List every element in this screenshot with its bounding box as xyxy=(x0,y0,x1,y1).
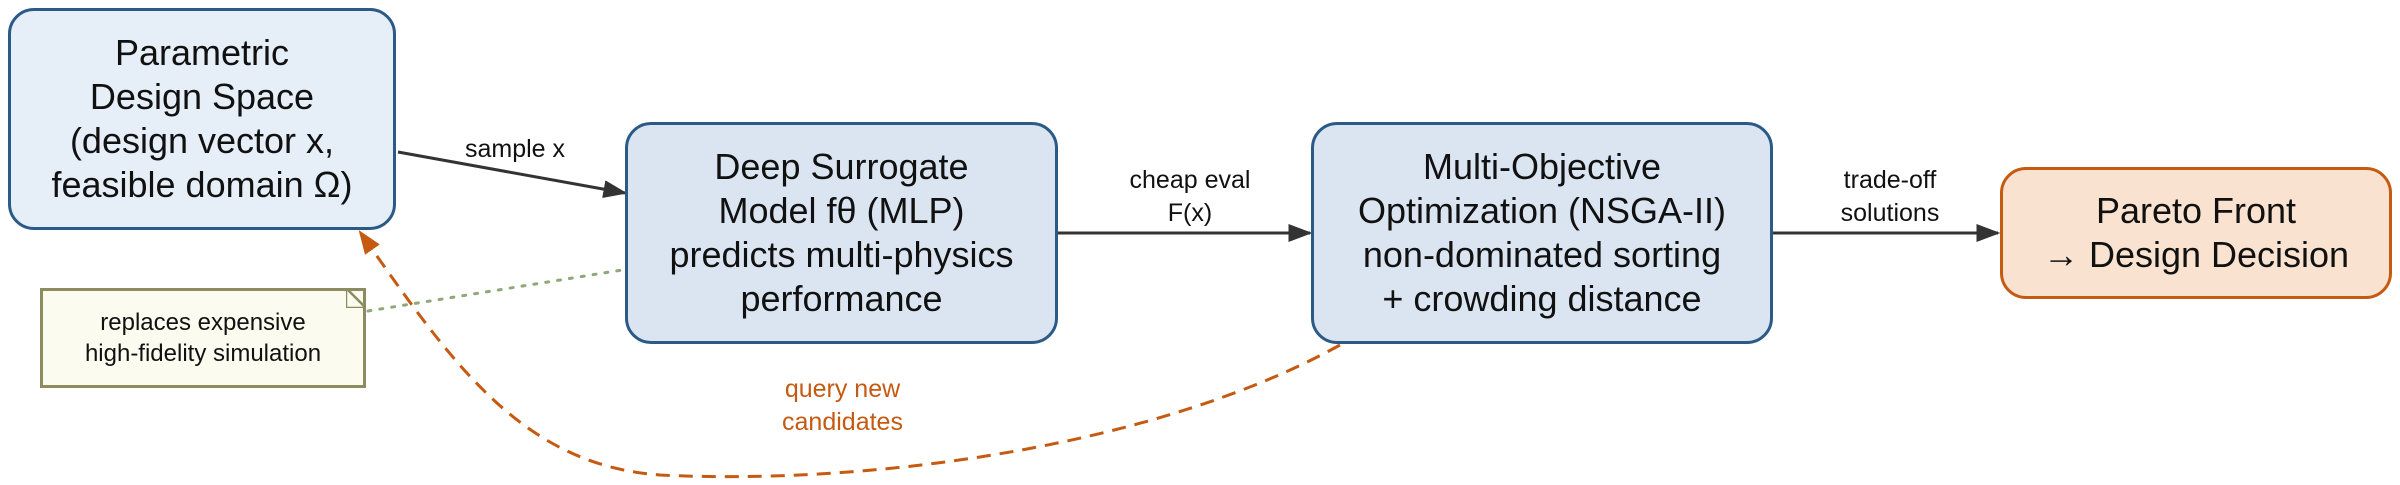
note-link xyxy=(366,268,624,313)
surrogate-model-label: Deep Surrogate Model fθ (MLP) predicts m… xyxy=(669,146,1014,319)
pareto-front-node: Pareto Front → Design Decision xyxy=(2000,167,2392,299)
simulation-note-text: replaces expensive high-fidelity simulat… xyxy=(84,309,322,367)
design-space-node: Parametric Design Space (design vector x… xyxy=(8,8,396,230)
note-fold-corner xyxy=(346,288,366,308)
edge-query-label: query new candidates xyxy=(782,375,903,436)
simulation-note: replaces expensive high-fidelity simulat… xyxy=(40,288,366,388)
edge-sample-label: sample x xyxy=(464,135,566,163)
pareto-front-label: Pareto Front → Design Decision xyxy=(2042,190,2350,275)
edge-sample-arrow xyxy=(397,150,628,199)
design-space-label: Parametric Design Space (design vector x… xyxy=(51,32,353,205)
edge-query-arrow xyxy=(358,230,1341,479)
surrogate-model-node: Deep Surrogate Model fθ (MLP) predicts m… xyxy=(625,122,1058,344)
edge-tradeoff-label: trade-off solutions xyxy=(1840,166,1940,227)
edge-cheap-eval-label: cheap eval F(x) xyxy=(1129,166,1251,227)
optimization-node: Multi-Objective Optimization (NSGA-II) n… xyxy=(1311,122,1773,344)
optimization-label: Multi-Objective Optimization (NSGA-II) n… xyxy=(1357,146,1727,319)
